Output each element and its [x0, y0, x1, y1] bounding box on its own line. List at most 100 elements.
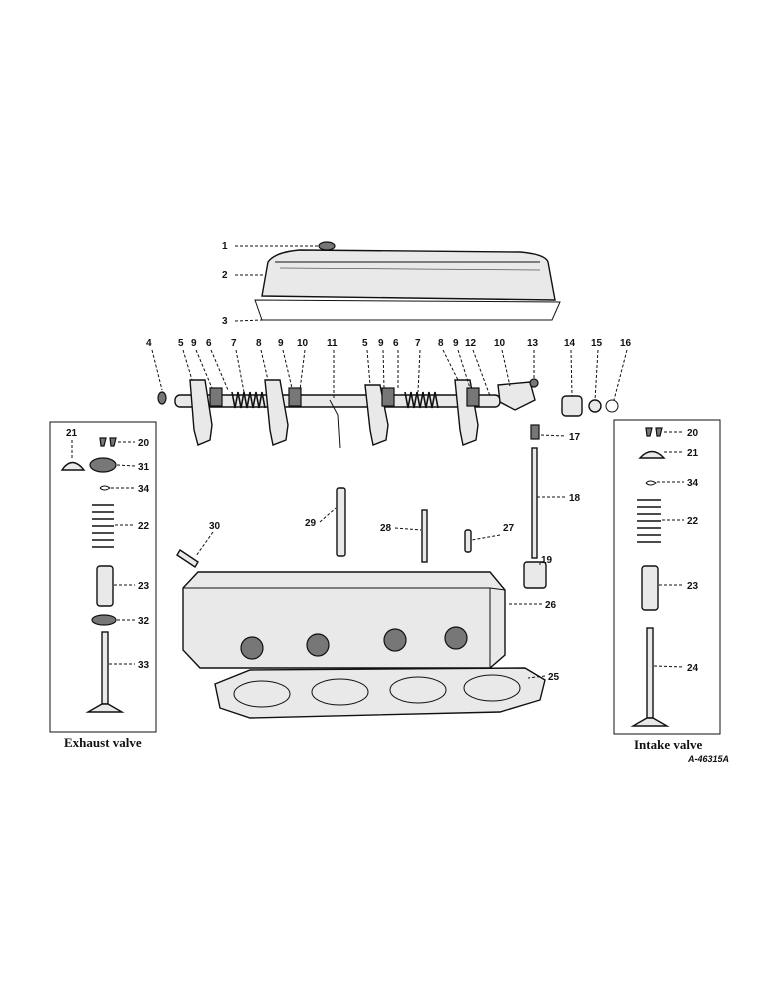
callout-11: 11: [327, 338, 338, 349]
callout-10a: 10: [297, 338, 309, 349]
exhaust-valve-parts: [60, 437, 125, 713]
exhaust-retainer-lock: [99, 485, 111, 491]
callout-10b: 10: [494, 338, 506, 349]
callout-19: 19: [541, 555, 553, 566]
rocker-shaft-ring: [605, 399, 619, 413]
callout-in-24: 24: [687, 663, 699, 674]
cylinder-head: [182, 571, 506, 669]
head-port-4: [444, 626, 468, 650]
callout-4: 4: [146, 338, 152, 349]
rocker-bracket-3: [381, 387, 395, 407]
callout-ex-21: 21: [66, 428, 78, 439]
callout-7b: 7: [415, 338, 421, 349]
intake-valve-spring: [637, 499, 661, 543]
intake-retainer-lock: [645, 480, 657, 486]
valve-tappet: [523, 561, 547, 589]
rocker-oil-tube: [329, 399, 341, 449]
callout-6b: 6: [393, 338, 399, 349]
callout-2: 2: [222, 270, 228, 281]
callout-29: 29: [305, 518, 317, 529]
callout-in-34: 34: [687, 478, 699, 489]
rocker-bracket-1: [209, 387, 223, 407]
rocker-lock-nut: [529, 378, 539, 388]
callout-8b: 8: [438, 338, 444, 349]
rocker-shaft: [174, 394, 501, 408]
rocker-spring-left: [231, 391, 266, 409]
callout-16: 16: [620, 338, 632, 349]
head-port-2: [306, 633, 330, 657]
rocker-bracket-2: [288, 387, 302, 407]
rocker-shaft-washer: [588, 399, 602, 413]
callout-6a: 6: [206, 338, 212, 349]
rocker-plug: [157, 391, 167, 405]
callout-30: 30: [209, 521, 221, 532]
callout-ex-31: 31: [138, 462, 150, 473]
head-plug: [176, 549, 199, 568]
callout-3: 3: [222, 316, 228, 327]
head-stud-short: [464, 529, 472, 553]
valve-cover-group: [254, 241, 561, 321]
callout-9a: 9: [191, 338, 197, 349]
valve-cover: [261, 249, 556, 301]
callout-5b: 5: [362, 338, 368, 349]
callout-ex-22: 22: [138, 521, 150, 532]
callout-in-20: 20: [687, 428, 699, 439]
rocker-spring-right: [404, 391, 439, 409]
intake-valve-caption: Intake valve: [634, 737, 702, 752]
rocker-bracket-4: [466, 387, 480, 407]
callout-25: 25: [548, 672, 560, 683]
tappet-adjusting-screw: [530, 424, 540, 440]
push-rod: [531, 447, 538, 559]
rocker-arm-1: [189, 379, 213, 446]
oil-filler-cap: [318, 241, 336, 251]
figure-reference-number: A-46315A: [687, 754, 729, 764]
exhaust-guide-seal: [91, 614, 117, 626]
intake-valve-panel: [613, 419, 721, 735]
rocker-end-bracket: [497, 381, 536, 411]
callout-9b: 9: [278, 338, 284, 349]
cylinder-head-group: [176, 487, 546, 719]
callout-9d: 9: [453, 338, 459, 349]
callout-ex-34: 34: [138, 484, 150, 495]
callout-in-23: 23: [687, 581, 699, 592]
callout-13: 13: [527, 338, 539, 349]
push-rod-group: [523, 424, 547, 589]
rocker-shaft-spacer: [561, 395, 583, 417]
rocker-arm-2: [264, 379, 289, 446]
head-stud-medium: [421, 509, 428, 563]
exhaust-valve-guide: [96, 565, 114, 607]
callout-17: 17: [569, 432, 581, 443]
callout-8a: 8: [256, 338, 262, 349]
intake-valve-stem: [646, 627, 654, 719]
exhaust-valve-spring: [92, 504, 114, 548]
exhaust-valve-panel: [49, 421, 157, 733]
callout-15: 15: [591, 338, 603, 349]
exhaust-valve-cap: [60, 461, 86, 471]
rocker-shaft-assembly: [157, 378, 619, 449]
exhaust-valve-caption: Exhaust valve: [64, 735, 142, 750]
intake-valve-keys: [645, 427, 663, 437]
callout-7a: 7: [231, 338, 237, 349]
cylinder-head-gasket: [214, 667, 546, 719]
exhaust-valve-head: [85, 703, 125, 713]
head-port-3: [383, 628, 407, 652]
callout-27: 27: [503, 523, 515, 534]
callout-12: 12: [465, 338, 477, 349]
intake-valve-head: [630, 717, 670, 727]
callout-in-21: 21: [687, 448, 699, 459]
callout-ex-23: 23: [138, 581, 150, 592]
callout-in-22: 22: [687, 516, 699, 527]
intake-valve-retainer: [638, 450, 666, 459]
callout-28: 28: [380, 523, 392, 534]
head-stud-long: [336, 487, 346, 557]
callout-ex-33: 33: [138, 660, 150, 671]
callout-ex-32: 32: [138, 616, 150, 627]
callout-1: 1: [222, 241, 228, 252]
head-port-1: [240, 636, 264, 660]
intake-valve-guide: [641, 565, 659, 611]
exhaust-valve-keys: [99, 437, 117, 447]
callout-5a: 5: [178, 338, 184, 349]
callout-ex-20: 20: [138, 438, 150, 449]
callout-18: 18: [569, 493, 581, 504]
